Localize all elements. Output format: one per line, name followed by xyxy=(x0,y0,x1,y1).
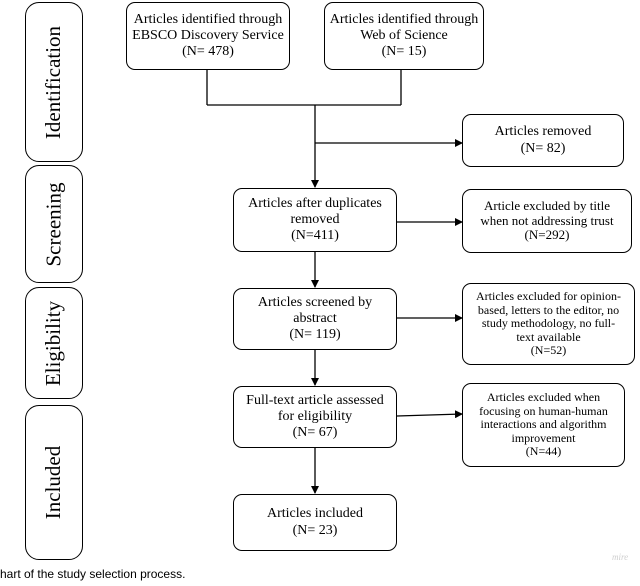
stage-included: Included xyxy=(25,405,83,560)
stage-identification-label: Identification xyxy=(41,25,66,139)
box-line: (N= 23) xyxy=(292,522,338,538)
box-articles-removed: Articles removed (N= 82) xyxy=(462,114,624,167)
box-line: (N= 82) xyxy=(520,140,566,156)
box-line: interactions and algorithm xyxy=(480,417,607,432)
box-line: (N= 67) xyxy=(292,425,338,441)
box-line: Articles identified through xyxy=(329,11,479,27)
box-line: Articles excluded when xyxy=(486,390,601,405)
publisher-watermark: mire xyxy=(612,552,629,562)
box-line: (N=292) xyxy=(524,227,570,243)
stage-eligibility-label: Eligibility xyxy=(41,300,66,386)
box-line: based, letters to the editor, no xyxy=(477,302,620,317)
box-line: (N=52) xyxy=(530,343,567,358)
box-line: Web of Science xyxy=(360,27,448,43)
box-line: focusing on human-human xyxy=(479,403,608,418)
box-screened-by-abstract: Articles screened by abstract (N= 119) xyxy=(233,288,397,350)
box-articles-included: Articles included (N= 23) xyxy=(233,494,397,551)
box-line: (N=44) xyxy=(525,444,562,459)
box-line: study methodology, no full- xyxy=(481,316,616,331)
box-line: for eligibility xyxy=(277,408,353,424)
box-line: (N=411) xyxy=(291,228,339,244)
box-line: (N= 478) xyxy=(182,44,234,60)
box-line: Articles included xyxy=(266,506,364,522)
box-excluded-opinion: Articles excluded for opinion- based, le… xyxy=(462,283,635,365)
box-after-duplicates: Articles after duplicates removed (N=411… xyxy=(233,188,397,252)
box-line: (N= 119) xyxy=(289,327,341,343)
box-line: Articles after duplicates xyxy=(248,195,382,211)
box-ebsco-identified: Articles identified through EBSCO Discov… xyxy=(126,2,290,70)
box-line: Articles removed xyxy=(494,124,592,140)
box-line: abstract xyxy=(293,310,337,326)
box-line: improvement xyxy=(511,430,576,445)
box-line: Articles identified through xyxy=(133,11,283,27)
box-excluded-by-title: Article excluded by title when not addre… xyxy=(462,189,632,253)
box-fulltext-assessed: Full-text article assessed for eligibili… xyxy=(233,386,397,448)
box-excluded-human: Articles excluded when focusing on human… xyxy=(462,383,625,467)
box-wos-identified: Articles identified through Web of Scien… xyxy=(324,2,484,70)
stage-included-label: Included xyxy=(41,445,66,520)
box-line: Articles screened by xyxy=(257,294,373,310)
stage-screening-label: Screening xyxy=(41,182,66,266)
figure-caption: hart of the study selection process. xyxy=(0,567,186,581)
box-line: Article excluded by title xyxy=(484,197,610,213)
box-line: text available xyxy=(516,329,581,344)
box-line: (N= 15) xyxy=(381,44,427,60)
arrow-to-excluded-human xyxy=(396,410,463,419)
box-line: EBSCO Discovery Service xyxy=(132,27,284,43)
box-line: removed xyxy=(290,211,340,227)
box-line: Full-text article assessed xyxy=(246,392,384,408)
stage-identification: Identification xyxy=(25,2,83,162)
box-line: when not addressing trust xyxy=(480,212,614,228)
box-line: Articles excluded for opinion- xyxy=(476,289,621,304)
stage-eligibility: Eligibility xyxy=(25,287,83,399)
stage-screening: Screening xyxy=(25,165,83,283)
